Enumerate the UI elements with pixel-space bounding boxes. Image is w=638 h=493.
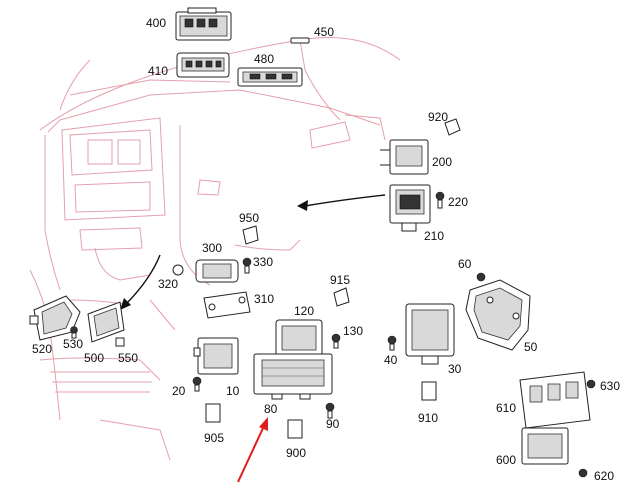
label-200: 200 xyxy=(432,155,452,169)
label-530: 530 xyxy=(63,337,83,351)
label-620: 620 xyxy=(594,469,614,483)
label-450: 450 xyxy=(314,25,334,39)
highlight-arrow xyxy=(237,417,268,483)
label-920: 920 xyxy=(428,110,448,124)
part-630-screw xyxy=(586,379,596,389)
part-915-connector xyxy=(333,287,350,307)
label-210: 210 xyxy=(424,229,444,243)
label-900: 900 xyxy=(286,446,306,460)
label-500: 500 xyxy=(84,351,104,365)
label-40: 40 xyxy=(384,353,398,367)
part-220-screw xyxy=(435,191,445,209)
part-910-connector xyxy=(421,381,437,401)
label-320: 320 xyxy=(158,277,178,291)
connector-arrows xyxy=(124,194,386,306)
label-480: 480 xyxy=(254,52,274,66)
label-20: 20 xyxy=(172,384,186,398)
label-330: 330 xyxy=(253,255,273,269)
part-500-module xyxy=(87,301,125,343)
part-530-screw xyxy=(70,326,78,339)
label-910: 910 xyxy=(418,411,438,425)
label-10: 10 xyxy=(226,384,240,398)
label-90: 90 xyxy=(326,417,340,431)
part-905-connector xyxy=(205,403,221,423)
label-60: 60 xyxy=(458,257,472,271)
part-210-control-unit xyxy=(389,184,431,232)
part-610-bracket-plate xyxy=(519,371,591,429)
part-320-washer xyxy=(172,264,184,276)
label-80: 80 xyxy=(264,402,278,416)
label-520: 520 xyxy=(32,342,52,356)
label-220: 220 xyxy=(448,195,468,209)
part-900-connector xyxy=(287,419,303,439)
label-300: 300 xyxy=(202,241,222,255)
label-30: 30 xyxy=(448,362,462,376)
part-80-head-unit xyxy=(253,353,333,400)
part-90-screw xyxy=(325,402,335,419)
part-200-module xyxy=(380,139,429,175)
label-120: 120 xyxy=(294,304,314,318)
label-50: 50 xyxy=(524,340,538,354)
part-310-bracket xyxy=(203,291,251,319)
part-620-screw xyxy=(578,468,588,478)
label-410: 410 xyxy=(148,64,168,78)
arrowhead-dash-lower xyxy=(120,298,131,310)
part-40-screw xyxy=(387,335,397,351)
part-950-connector xyxy=(242,225,259,245)
part-480-climate-panel xyxy=(237,67,303,87)
part-50-mounting-bracket xyxy=(465,279,531,351)
part-130-screw xyxy=(331,333,341,349)
label-310: 310 xyxy=(254,292,274,306)
part-920-connector xyxy=(444,118,461,136)
part-410-control-unit xyxy=(176,52,230,78)
label-130: 130 xyxy=(343,324,363,338)
part-120-display xyxy=(275,319,323,357)
label-600: 600 xyxy=(496,453,516,467)
part-labels: 400 410 450 480 920 200 220 210 950 300 … xyxy=(32,16,620,483)
part-600-control-unit xyxy=(521,427,569,465)
part-20-screw xyxy=(192,376,202,392)
part-330-screw xyxy=(242,257,252,274)
part-300-sensor-module xyxy=(195,259,239,283)
part-450-trim-strip xyxy=(290,37,310,44)
label-550: 550 xyxy=(118,351,138,365)
label-905: 905 xyxy=(204,431,224,445)
label-610: 610 xyxy=(496,401,516,415)
label-915: 915 xyxy=(330,273,350,287)
label-400: 400 xyxy=(146,16,166,30)
label-630: 630 xyxy=(600,379,620,393)
part-60-screw xyxy=(476,272,486,282)
label-950: 950 xyxy=(239,211,259,225)
arrowhead-dash xyxy=(297,200,308,211)
part-520-bracket xyxy=(29,295,81,341)
part-550-cap xyxy=(115,337,125,347)
part-30-control-unit xyxy=(405,303,455,365)
part-400-switch-panel xyxy=(175,7,232,41)
part-10-control-module xyxy=(193,337,239,375)
